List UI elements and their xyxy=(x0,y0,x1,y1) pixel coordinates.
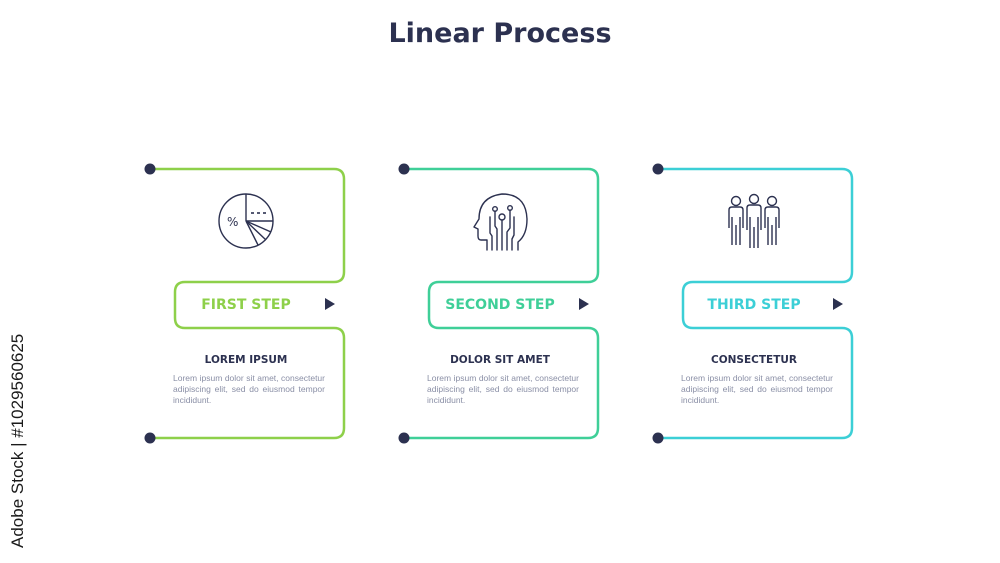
team-icon xyxy=(728,193,780,248)
step-2-heading: DOLOR SIT AMET xyxy=(450,354,550,366)
step-2-description: Lorem ipsum dolor sit amet, consectetur … xyxy=(427,373,579,405)
pie-chart-icon xyxy=(218,193,274,249)
step-2-arrow-icon xyxy=(579,298,589,310)
step-3-heading: CONSECTETUR xyxy=(711,354,797,366)
page-title: Linear Process xyxy=(388,18,612,49)
step-2-start-dot xyxy=(398,163,410,175)
step-2-group xyxy=(398,163,600,444)
step-1-connector-line xyxy=(150,167,346,440)
step-3-label: THIRD STEP xyxy=(707,297,801,313)
stock-watermark: Adobe Stock | #1029560625 xyxy=(8,333,27,548)
step-2-label: SECOND STEP xyxy=(445,297,555,313)
step-3-description: Lorem ipsum dolor sit amet, consectetur … xyxy=(681,373,833,405)
step-3-end-dot xyxy=(652,432,664,444)
step-3-arrow-icon xyxy=(833,298,843,310)
step-1-description: Lorem ipsum dolor sit amet, consectetur … xyxy=(173,373,325,405)
step-3-connector-line xyxy=(658,167,854,440)
step-3-group xyxy=(652,163,854,444)
step-1-end-dot xyxy=(144,432,156,444)
percent-glyph: % xyxy=(227,215,238,229)
step-1-label: FIRST STEP xyxy=(201,297,291,313)
step-3-start-dot xyxy=(652,163,664,175)
step-1-heading: LOREM IPSUM xyxy=(204,354,288,366)
step-1-group: % xyxy=(144,163,346,444)
step-1-start-dot xyxy=(144,163,156,175)
ai-head-icon xyxy=(473,193,528,251)
step-1-arrow-icon xyxy=(325,298,335,310)
step-2-end-dot xyxy=(398,432,410,444)
step-2-connector-line xyxy=(404,167,600,440)
